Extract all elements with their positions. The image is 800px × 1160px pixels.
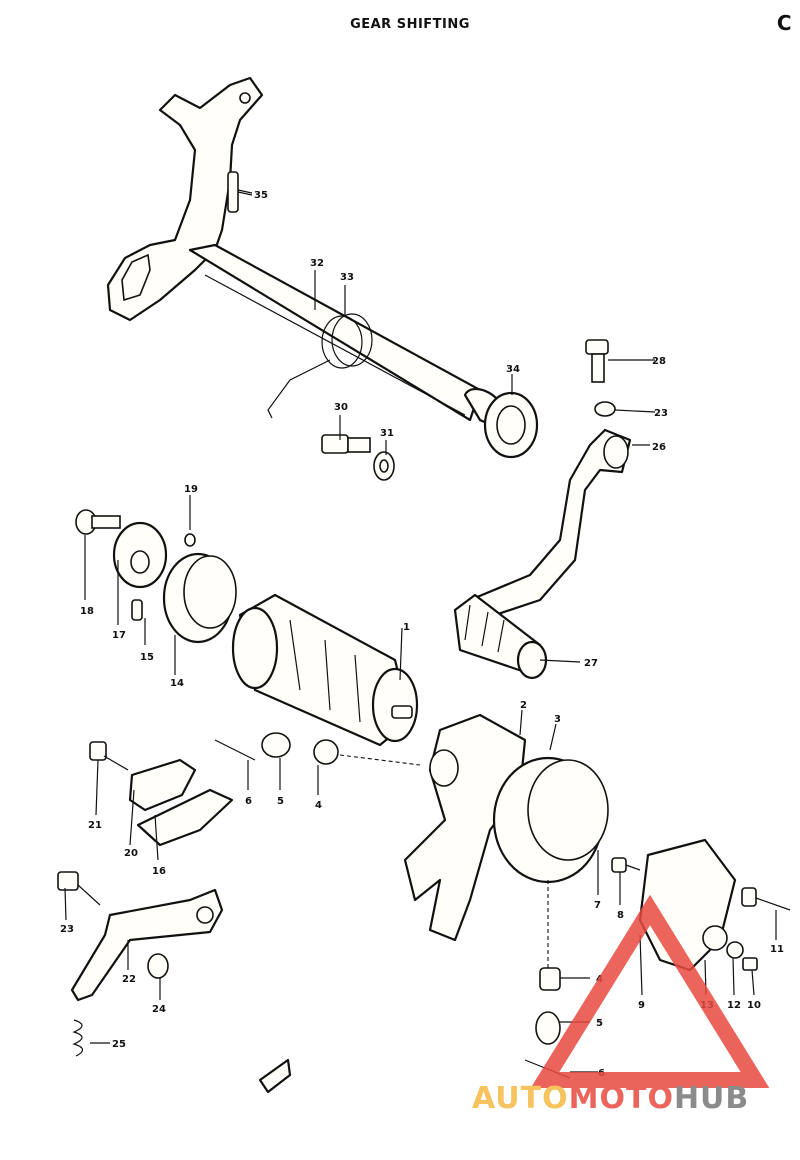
callout-label: 14 (170, 678, 184, 689)
callout-label: 23 (654, 408, 668, 419)
washer-24 (147, 953, 169, 979)
cover-bolt (741, 887, 791, 911)
cam-guide-pin (214, 739, 256, 761)
callout-label: 31 (380, 428, 394, 439)
return-spring (267, 313, 373, 419)
callout-label: 27 (584, 658, 598, 669)
callout-label: 4 (315, 800, 322, 811)
callout-label: 11 (770, 944, 784, 955)
neutral-spring (535, 1011, 561, 1045)
small-bracket (258, 1058, 292, 1094)
callout-label: 5 (277, 796, 284, 807)
callout-label: 15 (140, 652, 154, 663)
callout-label: 1 (403, 622, 410, 633)
callout-label: 2 (520, 700, 527, 711)
arm-spring (72, 1019, 84, 1057)
washer-31 (373, 451, 395, 481)
watermark-text: AUTOMOTOHUB (472, 1081, 749, 1116)
cam-guide-roller (261, 732, 291, 758)
callout-label: 32 (310, 258, 324, 269)
cam-bolt (75, 509, 121, 535)
bolt-23 (57, 871, 101, 906)
shift-fork-roller (313, 739, 339, 765)
gear-shift-lever (468, 428, 632, 622)
callout-label: 3 (554, 714, 561, 725)
watermark-hub: HUB (674, 1081, 749, 1116)
callout-label: 26 (652, 442, 666, 453)
leader-lines (64, 189, 777, 1073)
cam-driven-plate (128, 758, 234, 847)
bolt-10 (742, 957, 758, 971)
callout-label: 8 (617, 910, 624, 921)
stopper-bolt (321, 434, 371, 454)
washer-12 (726, 941, 744, 959)
callout-label: 7 (594, 900, 601, 911)
callout-label: 22 (122, 974, 136, 985)
cam-bearing (162, 552, 237, 644)
corner-mark: C (777, 11, 792, 35)
callout-label: 20 (124, 848, 138, 859)
watermark-moto: MOTO (569, 1081, 674, 1116)
oil-seal (483, 391, 539, 459)
callout-label: 6 (245, 796, 252, 807)
washer-29 (594, 401, 616, 417)
neutral-contact (539, 967, 561, 991)
shift-fork (403, 713, 527, 942)
callout-label: 23 (60, 924, 74, 935)
callout-label: 34 (506, 364, 520, 375)
callout-label: 35 (254, 190, 268, 201)
shift-drum-gear (492, 756, 609, 884)
callout-label: 28 (652, 356, 666, 367)
washer-19 (184, 533, 196, 547)
lever-bolt (585, 339, 609, 383)
dowel-pin (227, 171, 253, 213)
callout-label: 17 (112, 630, 126, 641)
callout-label: 18 (80, 606, 94, 617)
callout-label: 5 (596, 1018, 603, 1029)
callout-label: 24 (152, 1004, 166, 1015)
gear-shift-cam (231, 593, 419, 747)
cam-stopper-plate (112, 521, 168, 589)
callout-label: 25 (112, 1039, 126, 1050)
gear-shift-arm (70, 888, 224, 1002)
callout-label: 16 (152, 866, 166, 877)
callout-label: 33 (340, 272, 354, 283)
watermark-auto: AUTO (472, 1081, 569, 1116)
callout-label: 30 (334, 402, 348, 413)
callout-label: 21 (88, 820, 102, 831)
neutral-switch-screw (611, 857, 641, 873)
lever-rubber (453, 593, 548, 680)
automotohub-watermark: AUTOMOTOHUB (472, 894, 770, 1116)
gear-shift-shaft (106, 76, 505, 425)
cam-pin (131, 599, 143, 621)
diagram-title: GEAR SHIFTING (350, 17, 470, 32)
callout-label: 19 (184, 484, 198, 495)
callout-label: 12 (727, 1000, 741, 1011)
watermark-triangle-icon (530, 894, 770, 1088)
callout-label: 10 (747, 1000, 761, 1011)
callout-label: 9 (638, 1000, 645, 1011)
